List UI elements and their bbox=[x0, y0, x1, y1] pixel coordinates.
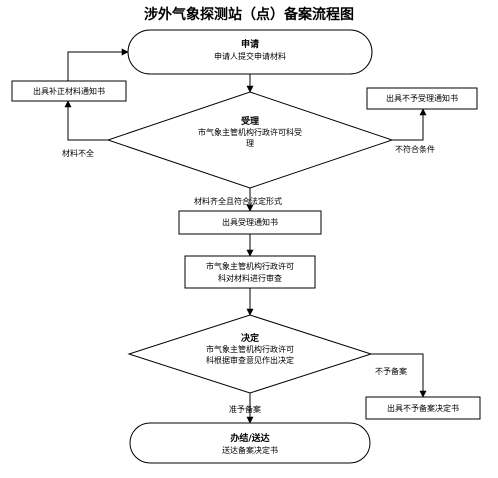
chart-title: 涉外气象探测站（点）备案流程图 bbox=[144, 6, 354, 23]
node-not-record-text: 出具不予备案决定书 bbox=[387, 403, 459, 413]
node-decide-text-line2: 科根据审查意见作出决定 bbox=[206, 355, 294, 365]
node-review-text-line2: 科对材料进行审查 bbox=[218, 273, 282, 283]
node-supplement-text: 出具补正材料通知书 bbox=[33, 86, 105, 96]
node-apply-text: 申请人提交申请材料 bbox=[214, 51, 286, 61]
edge-label-nonconforming: 不符合条件 bbox=[395, 144, 435, 154]
edge-accept-to-not-accept bbox=[392, 108, 427, 141]
node-not-accept-shape bbox=[366, 87, 478, 110]
edge-decide-to-not-record bbox=[371, 353, 427, 398]
node-review-shape bbox=[184, 255, 316, 289]
edge-accept-to-supplement bbox=[64, 100, 108, 141]
node-apply-shape bbox=[127, 29, 373, 75]
node-not-accept-text: 出具不予受理通知书 bbox=[386, 93, 458, 103]
node-supplement-shape bbox=[11, 80, 127, 102]
node-decide-text-line1: 市气象主管机构行政许可 bbox=[206, 344, 294, 354]
edge-supplement-to-apply bbox=[67, 48, 129, 81]
node-supplement: 出具补正材料通知书 bbox=[11, 80, 127, 102]
node-accept-shape bbox=[106, 91, 394, 189]
edge-label-reject: 不予备案 bbox=[375, 366, 407, 376]
node-finish: 办结/送达 送达备案决定书 bbox=[129, 422, 371, 464]
edge-label-incomplete: 材料不全 bbox=[62, 148, 94, 158]
node-not-record: 出具不予备案决定书 bbox=[365, 396, 481, 420]
node-accept: 受理 市气象主管机构行政许可科受 理 bbox=[106, 91, 394, 189]
node-accept-notice-text: 出具受理通知书 bbox=[222, 217, 278, 227]
node-accept-notice-shape bbox=[178, 210, 322, 235]
node-review-text-line1: 市气象主管机构行政许可 bbox=[206, 261, 294, 271]
node-finish-text: 送达备案决定书 bbox=[222, 445, 278, 455]
node-accept-text-line1: 市气象主管机构行政许可科受 bbox=[198, 127, 302, 137]
node-apply-title: 申请 bbox=[241, 38, 259, 50]
node-not-record-shape bbox=[365, 396, 481, 420]
edge-label-complete: 材料齐全且符合法定形式 bbox=[194, 196, 282, 206]
node-review: 市气象主管机构行政许可 科对材料进行审查 bbox=[184, 255, 316, 289]
node-accept-title: 受理 bbox=[241, 115, 259, 127]
node-accept-notice: 出具受理通知书 bbox=[178, 210, 322, 235]
node-decide: 决定 市气象主管机构行政许可 科根据审查意见作出决定 bbox=[127, 314, 373, 394]
edge-label-approve: 准予备案 bbox=[229, 404, 261, 414]
node-finish-shape bbox=[129, 422, 371, 464]
node-accept-text-line2: 理 bbox=[246, 139, 254, 148]
node-not-accept: 出具不予受理通知书 bbox=[366, 87, 478, 110]
node-decide-title: 决定 bbox=[241, 332, 260, 344]
edges bbox=[64, 48, 427, 424]
node-decide-shape bbox=[127, 314, 373, 394]
node-finish-title: 办结/送达 bbox=[230, 432, 269, 444]
node-apply: 申请 申请人提交申请材料 bbox=[127, 29, 373, 75]
